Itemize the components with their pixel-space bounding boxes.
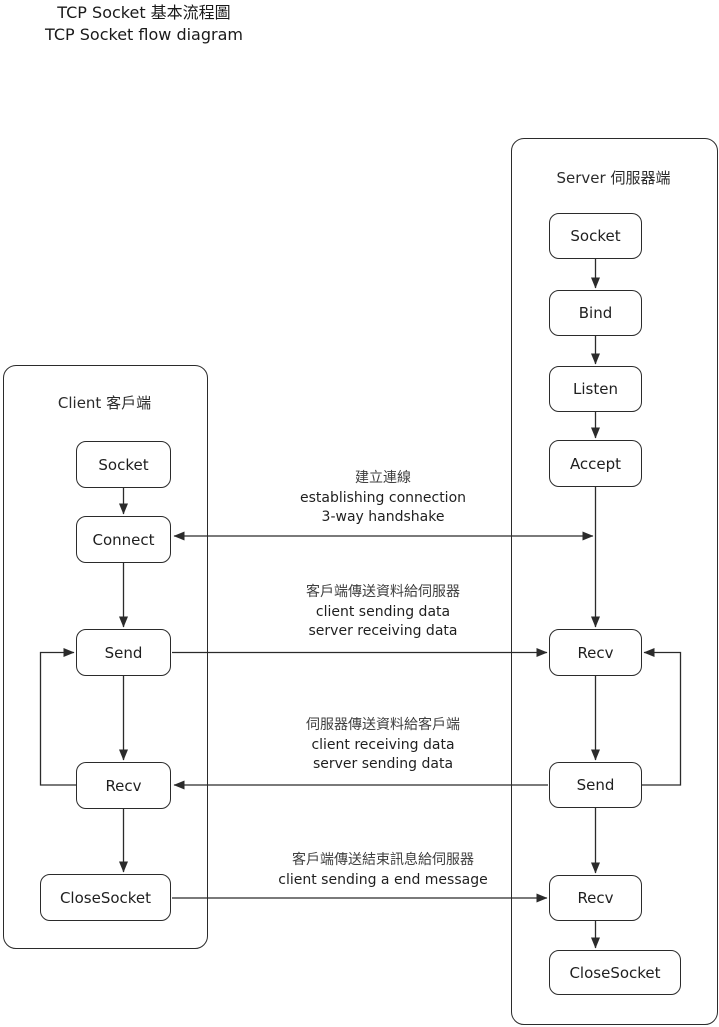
client-node-connect: Connect (76, 516, 171, 563)
client-node-recv: Recv (76, 762, 171, 809)
server-loop-arrow (642, 648, 682, 786)
send-data-label-en1: client sending data (315, 603, 451, 620)
receive-data-label-zh: 伺服器傳送資料給客戶端 (306, 717, 460, 733)
server-node-send: Send (549, 762, 642, 808)
receive-data-label-en2: server sending data (312, 756, 454, 772)
handshake-label-en1: establishing connection (299, 489, 467, 506)
server-container-label: Server 伺服器端 (556, 169, 671, 187)
server-node-closesocket: CloseSocket (549, 950, 681, 995)
send-data-label-zh: 客戶端傳送資料給伺服器 (306, 584, 460, 600)
handshake-label: 建立連線 establishing connection 3-way hands… (213, 469, 553, 528)
server-node-bind: Bind (549, 290, 642, 336)
server-node-listen: Listen (549, 366, 642, 412)
receive-data-label: 伺服器傳送資料給客戶端 client receiving data server… (213, 716, 553, 775)
client-node-send: Send (76, 629, 171, 676)
client-node-socket: Socket (76, 441, 171, 488)
handshake-label-zh: 建立連線 (355, 470, 411, 486)
close-message-label-en1: client sending a end message (278, 871, 488, 888)
send-data-label-en2: server receiving data (308, 623, 458, 639)
client-node-closesocket: CloseSocket (40, 874, 171, 921)
server-node-accept: Accept (549, 440, 642, 487)
send-data-label: 客戶端傳送資料給伺服器 client sending data server r… (213, 583, 553, 642)
server-node-socket: Socket (549, 213, 642, 259)
close-message-label-zh: 客戶端傳送結束訊息給伺服器 (292, 852, 474, 868)
receive-data-label-en1: client receiving data (311, 736, 455, 753)
diagram-title-en: TCP Socket flow diagram (45, 25, 243, 44)
close-message-label: 客戶端傳送結束訊息給伺服器 client sending a end messa… (213, 851, 553, 890)
diagram-title: TCP Socket 基本流程圖 TCP Socket flow diagram (13, 2, 275, 46)
server-node-recv-2: Recv (549, 875, 642, 921)
client-loop-arrow (39, 648, 76, 786)
diagram-title-zh: TCP Socket 基本流程圖 (57, 3, 231, 22)
client-container-label: Client 客戶端 (57, 394, 152, 412)
handshake-label-en2: 3-way handshake (321, 509, 445, 525)
server-node-recv-1: Recv (549, 629, 642, 676)
